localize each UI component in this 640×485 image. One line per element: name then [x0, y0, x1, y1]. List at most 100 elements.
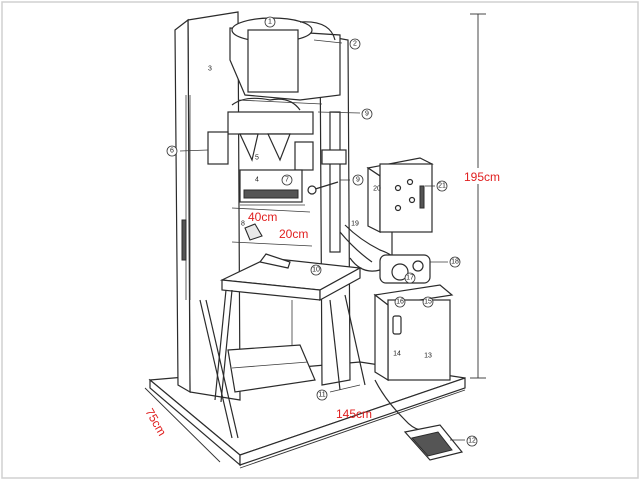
- callout-text: 9: [365, 111, 369, 118]
- callout-circle: [352, 174, 364, 186]
- callout-text: 2: [353, 41, 357, 48]
- gap-top: [231, 207, 311, 213]
- machine-illustration: [148, 11, 466, 467]
- brace-left-b: [205, 299, 239, 439]
- side-bracket-left: [207, 131, 229, 165]
- callout-text: 16: [396, 299, 404, 306]
- stone-block: [258, 253, 291, 269]
- callout-circle: [404, 272, 416, 284]
- hose-2: [339, 231, 373, 263]
- width-dim-line: [239, 389, 466, 469]
- callout-circle: [436, 180, 448, 192]
- height-label-bg: [461, 168, 511, 184]
- callout-text: 19: [351, 221, 359, 228]
- callout-circle: [422, 296, 434, 308]
- control-knob-3: [394, 204, 402, 212]
- callout-12: 12: [466, 435, 478, 447]
- ram-block: [227, 111, 314, 135]
- gap-stone: [244, 223, 263, 241]
- callout-17: 17: [404, 272, 416, 284]
- callout-text: 20: [373, 186, 381, 193]
- callout-6: 6: [166, 145, 178, 157]
- callout-text: 10: [312, 267, 320, 274]
- callout-circle: [361, 108, 373, 120]
- tank-front: [387, 299, 451, 381]
- control-box-side: [367, 166, 381, 233]
- width-label: 145cm: [336, 407, 372, 421]
- callout-circle: [281, 174, 293, 186]
- callout-text: 5: [255, 155, 259, 162]
- callout-text: 13: [424, 353, 432, 360]
- control-knob-4: [406, 178, 414, 186]
- callout-text: 4: [255, 177, 259, 184]
- callout-text: 17: [406, 275, 414, 282]
- guide-clamp: [321, 149, 347, 165]
- crossbeam-line: [237, 99, 323, 105]
- frame-slot-dark: [181, 219, 187, 261]
- callout-8: 8: [241, 221, 245, 228]
- stand-tray: [227, 344, 316, 393]
- callout-3: 3: [208, 66, 212, 73]
- callout-4: 4: [255, 177, 259, 184]
- callout-text: 14: [393, 351, 401, 358]
- callout-text: 1: [268, 19, 272, 26]
- pedal-cable: [374, 379, 421, 431]
- blade-right: [267, 133, 291, 162]
- callouts: 1 2 3 4 5 6 7 8 9 9 10 11 12 13 14 15 16…: [166, 16, 478, 447]
- callout-text: 8: [241, 221, 245, 228]
- hose-3: [349, 257, 381, 272]
- leg-right: [329, 299, 341, 391]
- callout-circle: [449, 256, 461, 268]
- callout-9a: 9: [361, 108, 373, 120]
- ram-arc: [231, 97, 301, 111]
- dimension-lines: [144, 13, 486, 469]
- callout-19: 19: [351, 221, 359, 228]
- callout-15: 15: [422, 296, 434, 308]
- leg-left: [214, 289, 227, 401]
- callout-14: 14: [393, 351, 401, 358]
- callout-10: 10: [310, 264, 322, 276]
- callout-text: 6: [170, 148, 174, 155]
- callout-1: 1: [264, 16, 276, 28]
- control-knob-2: [408, 196, 416, 204]
- callout-9b: 9: [352, 174, 364, 186]
- callout-16: 16: [394, 296, 406, 308]
- callout-5: 5: [255, 155, 259, 162]
- pump-gauge: [391, 263, 409, 281]
- callout-text: 9: [356, 177, 360, 184]
- brace-left: [199, 299, 233, 439]
- oil-level-window: [392, 315, 402, 335]
- control-knob-1: [394, 184, 402, 192]
- tray-line: [231, 361, 309, 369]
- depth-dim-line: [144, 387, 221, 463]
- callout-text: 7: [285, 177, 289, 184]
- callout-text: 21: [438, 183, 446, 190]
- inner-width-label: 40cm: [248, 210, 277, 224]
- blade-left: [239, 133, 259, 162]
- frame-left-side: [174, 18, 191, 394]
- guide-pivot: [307, 185, 317, 195]
- callout-7: 7: [281, 174, 293, 186]
- callout-11: 11: [316, 389, 328, 401]
- callout-circle: [394, 296, 406, 308]
- leg-left-b: [220, 289, 233, 403]
- frame-left-column: [187, 11, 241, 401]
- tank-side: [374, 293, 389, 382]
- height-label: 195cm: [464, 170, 500, 184]
- table-side: [319, 266, 361, 302]
- hydraulic-cylinder: [247, 29, 299, 93]
- leader-9a: [317, 111, 361, 114]
- callout-text: 11: [318, 392, 325, 399]
- control-lever: [419, 185, 425, 209]
- foot-pedal-pad: [411, 431, 453, 457]
- callout-18: 18: [449, 256, 461, 268]
- callout-text: 3: [208, 66, 212, 73]
- callout-text: 12: [468, 438, 476, 445]
- leader-11: [329, 384, 361, 393]
- callout-circle: [349, 38, 361, 50]
- guide-rod: [329, 111, 341, 253]
- depth-label: 75cm: [142, 406, 169, 438]
